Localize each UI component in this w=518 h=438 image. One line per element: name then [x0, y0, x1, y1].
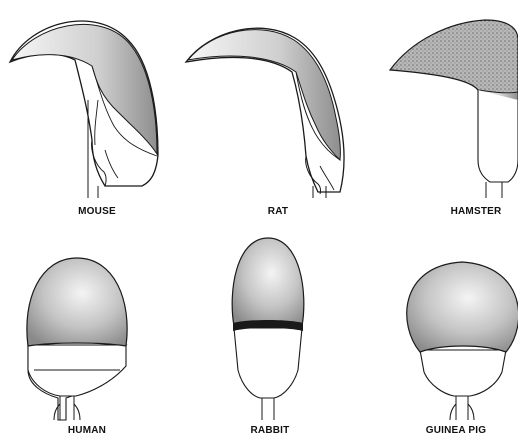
guinea-pig-sperm-head — [407, 262, 518, 420]
label-rabbit: RABBIT — [210, 425, 330, 436]
guinea-pig-acrosome — [407, 262, 518, 352]
rabbit-sperm-head — [232, 238, 304, 420]
label-hamster: HAMSTER — [416, 206, 518, 217]
mouse-sperm-head — [10, 21, 158, 198]
human-sperm-head — [27, 258, 127, 420]
rabbit-acrosome — [232, 238, 304, 326]
hamster-sperm-head — [390, 20, 518, 198]
label-rat: RAT — [218, 206, 338, 217]
human-acrosome — [27, 258, 127, 346]
label-guinea-pig: GUINEA PIG — [396, 425, 516, 436]
guinea-pig-postacrosomal — [420, 350, 506, 396]
label-mouse: MOUSE — [37, 206, 157, 217]
label-human: HUMAN — [27, 425, 147, 436]
rat-sperm-head — [186, 28, 344, 198]
rabbit-postacrosomal — [234, 328, 302, 398]
